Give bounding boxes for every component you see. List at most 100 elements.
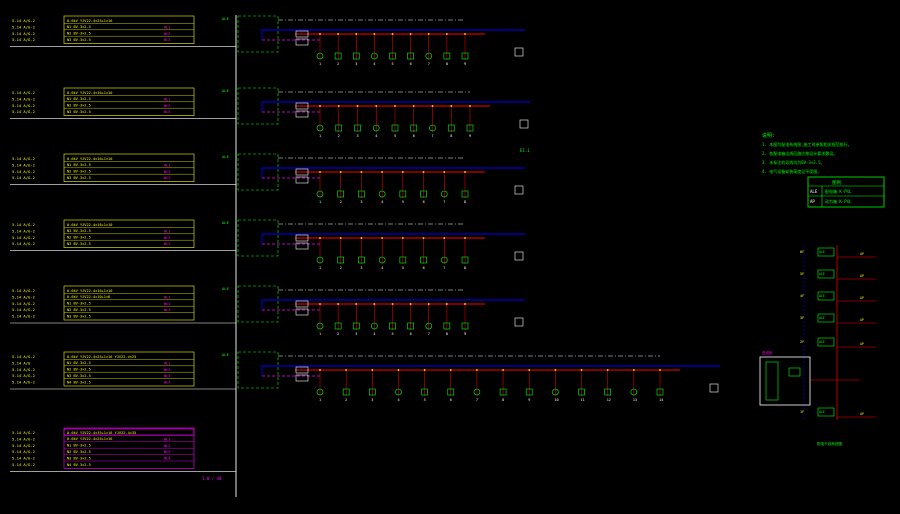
branch-load-symbol [395, 388, 402, 396]
branch-load-symbol [389, 52, 396, 60]
cable-table-row: 0.6kV YJV22-4×16+1×10 [67, 289, 112, 293]
panel-left-label: 5.14 A/G-2 [12, 354, 35, 359]
main-breaker [295, 234, 309, 242]
cable-table-tag: WL1 [164, 163, 171, 167]
branch-load-symbol [378, 256, 386, 264]
branch-number: 3 [355, 332, 357, 336]
cable-table-row: N2 BV-3×2.5 [67, 308, 91, 312]
branch-node [476, 369, 478, 371]
branch-node [502, 369, 504, 371]
branch-node [345, 369, 348, 371]
riser-box [817, 313, 835, 323]
branch-number: 3 [360, 200, 362, 204]
panel-left-label: 5.14 A/G-2 [12, 314, 35, 319]
end-device [514, 251, 524, 261]
branch-number: 6 [450, 398, 452, 402]
branch-node [464, 237, 466, 239]
main-breaker [295, 30, 309, 38]
branch-load-symbol [440, 190, 448, 198]
panel-left-label: 5.14 A/G-2 [12, 449, 35, 454]
branch-node [356, 105, 359, 107]
cable-table-header [63, 428, 195, 436]
branch-number: 5 [392, 62, 394, 66]
panel-blue-bus [261, 101, 530, 112]
branch-node [659, 369, 661, 371]
branch-number: 2 [338, 134, 340, 138]
branch-number: 8 [450, 134, 452, 138]
panel-left-label: 5.14 A/G-2 [12, 380, 35, 385]
cable-table-row: N3 BV-3×2.5 [67, 38, 91, 42]
panel-left-label: 5.14 A/G-2 [12, 18, 35, 23]
panel-p1: 5.14 A/G-25.14 A/G-25.14 A/G-25.14 A/G-2… [10, 15, 525, 66]
panel-enclosure [237, 219, 279, 257]
cable-table-tag: WL2 [164, 302, 171, 306]
branch-number: 7 [443, 266, 445, 270]
end-device [514, 185, 524, 195]
panel-left-label: 5.14 A/G-2 [12, 301, 35, 306]
branch-load-symbol [335, 124, 343, 132]
cable-table-row: N1 BV-3×2.5 [67, 229, 91, 233]
branch-number: 3 [360, 266, 362, 270]
riser-box-label: ALE [819, 410, 825, 414]
cable-table-tag: WL1 [164, 295, 171, 299]
branch-number: 7 [428, 62, 430, 66]
cable-table-row: N1 BV-3×2.5 [67, 25, 91, 29]
legend-text-2: 动力箱 K-PXL [825, 198, 852, 204]
branch-node [412, 105, 415, 107]
branch-load-symbol [399, 256, 407, 264]
distribution-panels: 5.14 A/G-25.14 A/G-25.14 A/G-25.14 A/G-2… [10, 15, 720, 497]
branch-node [319, 237, 321, 239]
branch-load-symbol [371, 322, 378, 330]
cable-table-row: 0.6kV YJV22-4×10+1×6 [67, 295, 110, 299]
cable-table-tag: WL1 [164, 361, 171, 365]
cable-table-tag: WL2 [164, 170, 171, 174]
branch-node [422, 237, 425, 239]
branch-number: 9 [464, 332, 466, 336]
cable-table-tag: WL1 [164, 25, 171, 29]
branch-node [469, 105, 471, 107]
end-device [514, 47, 524, 57]
branch-node [445, 33, 448, 35]
branch-node [409, 303, 412, 305]
end-device [519, 119, 529, 129]
branch-number: 6 [423, 200, 425, 204]
cable-table-row: N4 BV-3×2.5 [67, 463, 91, 467]
branch-node [606, 369, 609, 371]
branch-node [319, 33, 321, 35]
diagram-tag: E1.1 [520, 148, 530, 153]
branch-number: 8 [464, 200, 466, 204]
branch-load-symbol [420, 190, 427, 198]
branch-node [397, 369, 400, 371]
panel-left-label: 5.14 A/G-2 [12, 222, 35, 227]
branch-load-symbol [473, 388, 481, 396]
panel-left-label: 5.14 A/G-2 [12, 235, 35, 240]
panel-left-label: 5.14 A/G-2 [12, 462, 35, 467]
legend-symbol-1: ALE [810, 189, 818, 194]
riser-branch-tag: AP [860, 274, 864, 278]
branch-node [423, 369, 426, 371]
branch-node [528, 369, 531, 371]
panel-left-label: 5.14 A/G-2 [12, 162, 35, 167]
cable-table-tag: WL3 [164, 176, 171, 180]
branch-load-symbol [630, 388, 638, 396]
panel-left-label: 5.14 A/G-2 [12, 456, 35, 461]
branch-node [443, 237, 446, 239]
cable-table-row: N4 BV-3×2.5 [67, 380, 91, 384]
riser-floor-label: 3F [800, 316, 804, 320]
riser-box [817, 291, 835, 301]
branch-number: 3 [357, 134, 359, 138]
panel-left-label: 5.14 A/G-2 [12, 31, 35, 36]
legend-symbol-2: AP [810, 199, 815, 204]
riser-floor-label: 2F [800, 340, 804, 344]
cable-table-row: N3 BV-3×2.5 [67, 374, 91, 378]
incoming-cabinet: 进线柜 [759, 350, 811, 406]
cable-table-tag: WL3 [164, 38, 171, 42]
panel-blue-bus [261, 29, 525, 40]
panel-tag: ALE [222, 154, 230, 159]
cabinet-frame [759, 356, 811, 406]
cable-table-row: 0.6kV YJV22-4×16+1×10 [67, 157, 112, 161]
riser-bottom-label: 配电干线系统图 [817, 441, 843, 446]
panel-p4: 5.14 A/G-25.14 A/G-25.14 A/G-25.14 A/G-2… [10, 219, 525, 270]
branch-number: 2 [337, 62, 339, 66]
